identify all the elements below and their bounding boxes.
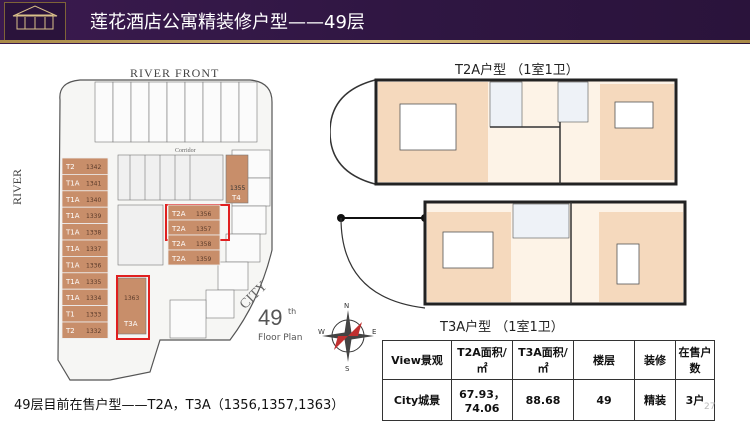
table-row: City城景 67.93，74.06 88.68 49 精装 3户 (382, 379, 715, 421)
table-cell: 88.68 (512, 379, 574, 421)
unit-number-label: 1356 (196, 211, 211, 218)
t2a-wc (557, 81, 589, 123)
compass-e: E (372, 328, 376, 336)
unit-number-label: 1335 (86, 279, 101, 286)
unit-type-label: T2A (171, 225, 186, 233)
page-number: 27 (704, 402, 716, 412)
floor-number: 49 (258, 305, 283, 330)
t3a-title: T3A户型 （1室1卫） (440, 320, 564, 335)
t2a-title: T2A户型 （1室1卫） (455, 63, 579, 78)
floor-plan-label: Floor Plan (258, 333, 303, 343)
building-core (117, 154, 224, 266)
t3a-living (599, 212, 683, 302)
t3a-bath (512, 203, 570, 239)
table-cell: 3户 (675, 379, 715, 421)
unit-cell (167, 249, 221, 266)
table-header-cell: T3A面积/㎡ (512, 340, 574, 380)
floor-suffix: th (288, 307, 297, 316)
unit-number-label: 1358 (196, 241, 211, 248)
unit-type-label: T1A (65, 229, 80, 237)
unit-type-label: T1A (65, 245, 80, 253)
table-cell: 49 (573, 379, 635, 421)
t3a-balcony-curve (340, 217, 426, 309)
t2a-living (600, 84, 674, 180)
unit-cell (61, 321, 109, 339)
unit-type-label: T1A (65, 212, 80, 220)
compass-n: N (344, 302, 349, 310)
palace-logo-icon (12, 5, 58, 30)
table-header-row: View景观 T2A面积/㎡ T3A面积/㎡ 楼层 装修 在售户数 (382, 340, 715, 380)
table-cell: 67.93，74.06 (451, 379, 513, 421)
table-cell: 精装 (634, 379, 676, 421)
top-units (94, 81, 258, 143)
unit-number-label: 1338 (86, 230, 101, 237)
unit-number-label: 1357 (196, 226, 211, 233)
unit-t3a-type: T3A (123, 320, 138, 328)
highlight-t3a (116, 275, 150, 340)
t2a-bath (489, 81, 523, 128)
t2a-sofa (614, 101, 654, 129)
t2a-bed (399, 103, 457, 151)
t2a-unit-plan (330, 78, 678, 186)
table-cell: City城景 (382, 379, 452, 421)
unit-number-label: 1339 (86, 213, 101, 220)
unit-number-label: 1333 (86, 312, 101, 319)
t3a-sofa (616, 243, 640, 285)
unit-t4-num: 1355 (230, 185, 245, 192)
unit-type-label: T1 (65, 311, 75, 319)
unit-number-label: 1340 (86, 197, 101, 204)
unit-number-label: 1334 (86, 295, 101, 302)
unit-type-label: T2A (171, 255, 186, 263)
unit-number-label: 1332 (86, 328, 101, 335)
t3a-unit-plan (337, 200, 687, 309)
unit-number-label: 1337 (86, 246, 101, 253)
unit-number-label: 1336 (86, 262, 101, 269)
table-header-cell: 装修 (634, 340, 676, 380)
corridor-label: Corridor (175, 148, 196, 154)
unit-type-label: T1A (65, 278, 80, 286)
compass-icon: N E S W (318, 302, 376, 372)
unit-number-label: 1342 (86, 164, 101, 171)
t2a-balcony-curve (330, 79, 376, 185)
unit-t4 (225, 154, 249, 204)
table-header-cell: T2A面积/㎡ (451, 340, 513, 380)
unit-t3a-num: 1363 (124, 295, 139, 302)
table-header-cell: 楼层 (573, 340, 635, 380)
unit-type-label: T2A (171, 240, 186, 248)
hotel-logo (4, 2, 66, 41)
unit-type-label: T1A (65, 179, 80, 187)
unit-number-label: 1341 (86, 180, 101, 187)
compass-w: W (318, 328, 325, 336)
unit-t3a (117, 277, 147, 335)
gold-divider (0, 40, 750, 43)
t3a-bed (442, 231, 494, 269)
unit-info-table: View景观 T2A面积/㎡ T3A面积/㎡ 楼层 装修 在售户数 City城景… (382, 340, 715, 421)
compass-s: S (345, 365, 350, 372)
table-header-cell: View景观 (382, 340, 452, 380)
unit-type-label: T2 (65, 163, 75, 171)
table-header-cell: 在售户数 (675, 340, 715, 380)
unit-type-label: T2 (65, 327, 75, 335)
river-front-label: RIVER FRONT (130, 66, 220, 80)
footer-note: 49层目前在售户型——T2A，T3A（1356,1357,1363） (14, 398, 345, 413)
unit-t4-type: T4 (231, 194, 241, 202)
page-title: 莲花酒店公寓精装修户型——49层 (90, 12, 365, 33)
header-bar: 莲花酒店公寓精装修户型——49层 (0, 0, 750, 44)
unit-type-label: T1A (65, 196, 80, 204)
unit-type-label: T2A (171, 210, 186, 218)
unit-number-label: 1359 (196, 256, 211, 263)
unit-type-label: T1A (65, 294, 80, 302)
unit-type-label: T1A (65, 261, 80, 269)
